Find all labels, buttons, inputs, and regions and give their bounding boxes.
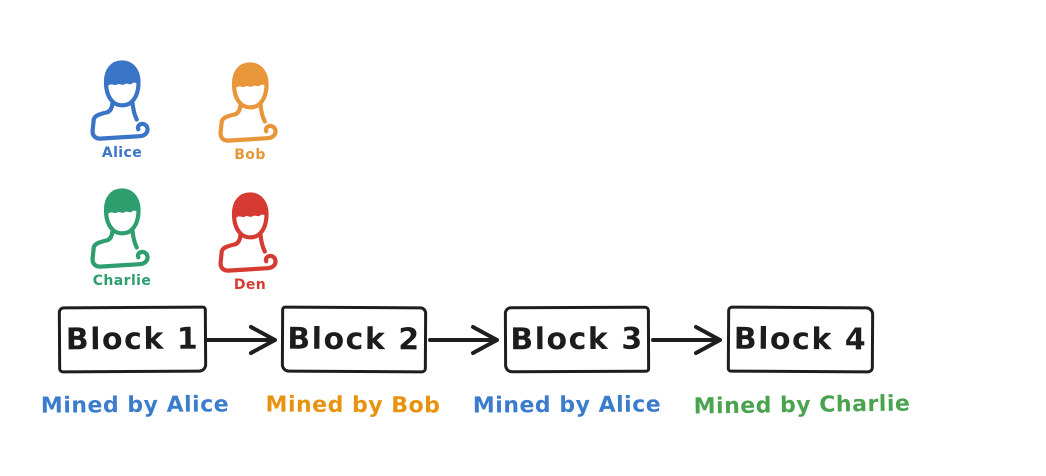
mined-by-caption-block-2: Mined by Bob: [265, 392, 441, 419]
block-label: Block 4: [733, 321, 868, 358]
person-bob: Bob: [214, 60, 286, 163]
person-icon: [218, 192, 278, 273]
block-label: Block 2: [287, 321, 421, 358]
person-den: Den: [214, 190, 286, 293]
block-label: Block 1: [65, 321, 200, 358]
mined-by-caption-block-1: Mined by Alice: [40, 392, 230, 419]
arrow-right-icon: [651, 325, 722, 355]
person-name-label: Bob: [234, 147, 266, 163]
person-alice: Alice: [86, 58, 158, 161]
person-icon: [90, 60, 150, 141]
arrow-right-icon: [206, 325, 277, 355]
mined-by-caption-block-3: Mined by Alice: [472, 392, 662, 419]
person-name-label: Den: [233, 277, 267, 293]
person-charlie: Charlie: [86, 186, 158, 289]
block-4: Block 4: [726, 305, 875, 374]
block-1: Block 1: [57, 305, 208, 374]
mined-by-caption-block-4: Mined by Charlie: [693, 391, 911, 420]
person-name-label: Alice: [101, 145, 143, 161]
block-3: Block 3: [503, 305, 651, 374]
block-label: Block 3: [510, 321, 644, 358]
arrow-right-icon: [428, 325, 499, 355]
person-icon: [90, 188, 150, 269]
person-icon: [218, 62, 278, 143]
block-2: Block 2: [280, 305, 428, 374]
person-name-label: Charlie: [92, 273, 152, 289]
